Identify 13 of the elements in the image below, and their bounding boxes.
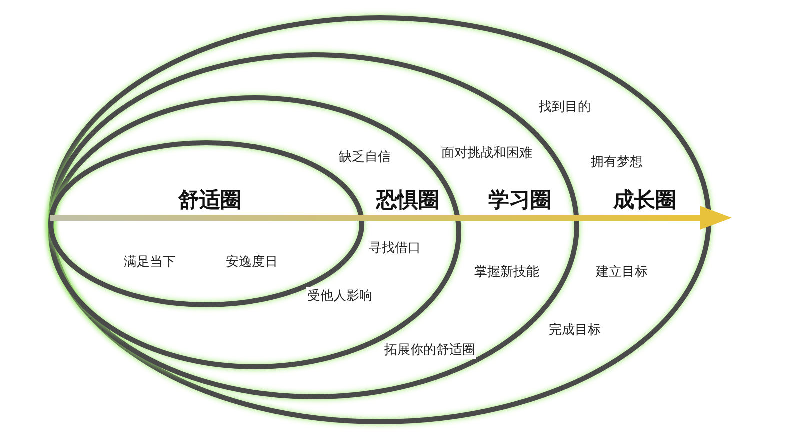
zone-item: 建立目标 xyxy=(595,263,649,281)
zone-item: 拥有梦想 xyxy=(590,153,644,171)
zone-item: 安逸度日 xyxy=(225,253,279,271)
zone-item: 找到目的 xyxy=(538,98,592,116)
zone-item: 寻找借口 xyxy=(368,239,422,257)
zone-item: 受他人影响 xyxy=(306,287,374,305)
zone-ellipse xyxy=(48,15,712,425)
zone-item: 面对挑战和困难 xyxy=(440,144,534,162)
zone-item: 完成目标 xyxy=(548,321,602,339)
zone-item: 缺乏自信 xyxy=(338,148,392,166)
zone-item: 掌握新技能 xyxy=(474,263,540,281)
zone-item: 拓展你的舒适圈 xyxy=(384,341,476,359)
zone-item: 满足当下 xyxy=(123,253,177,271)
